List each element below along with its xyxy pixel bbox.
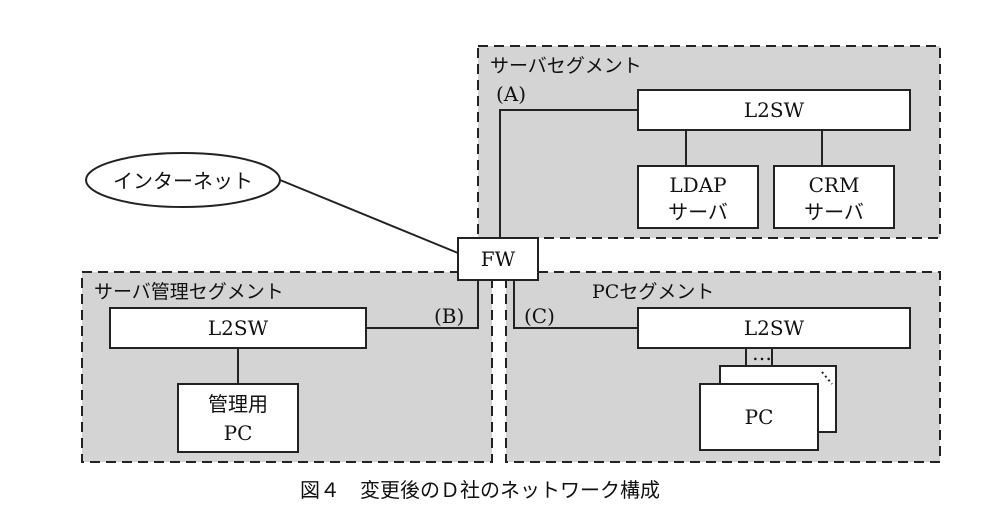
link-c-line [513, 280, 638, 329]
ldap-server-label-line1: LDAP [669, 173, 726, 197]
link-b-line [366, 280, 479, 329]
firewall-label: FW [481, 247, 516, 271]
figure-caption: 図４ 変更後のＤ社のネットワーク構成 [300, 478, 660, 502]
pc-label: PC [745, 405, 774, 429]
pc-l2sw-label: L2SW [744, 316, 805, 340]
firewall-box [457, 237, 539, 281]
internet-label: インターネット [113, 169, 253, 193]
mgmt-pc-label-line2: PC [224, 421, 253, 445]
server-segment-title: サーバセグメント [490, 55, 642, 77]
crm-server-label-line1: CRM [809, 173, 860, 197]
internet-fw-line [279, 179, 459, 254]
crm-server-box [773, 165, 895, 229]
pc-segment-title: PCセグメント [592, 281, 714, 303]
link-a-line [499, 109, 638, 238]
ldap-server-box [637, 165, 759, 229]
mgmt-l2sw-box [109, 307, 367, 349]
pc-l2sw-box [637, 307, 911, 349]
mgmt-pc-label-line1: 管理用 [208, 392, 268, 416]
link-c-label: (C) [524, 304, 555, 328]
pc-box [699, 383, 819, 451]
internet-cloud [85, 152, 281, 208]
mgmt-l2sw-label: L2SW [208, 316, 269, 340]
pc-ellipsis: … [752, 341, 772, 365]
server-l2sw-box [637, 89, 911, 131]
ldap-server-label-line2: サーバ [668, 200, 728, 224]
crm-server-label-line2: サーバ [804, 200, 864, 224]
mgmt-pc-box [177, 383, 299, 453]
server-l2sw-label: L2SW [744, 98, 805, 122]
server-mgmt-segment-title: サーバ管理セグメント [94, 281, 284, 303]
link-a-label: (A) [496, 82, 526, 106]
link-b-label: (B) [434, 304, 464, 328]
